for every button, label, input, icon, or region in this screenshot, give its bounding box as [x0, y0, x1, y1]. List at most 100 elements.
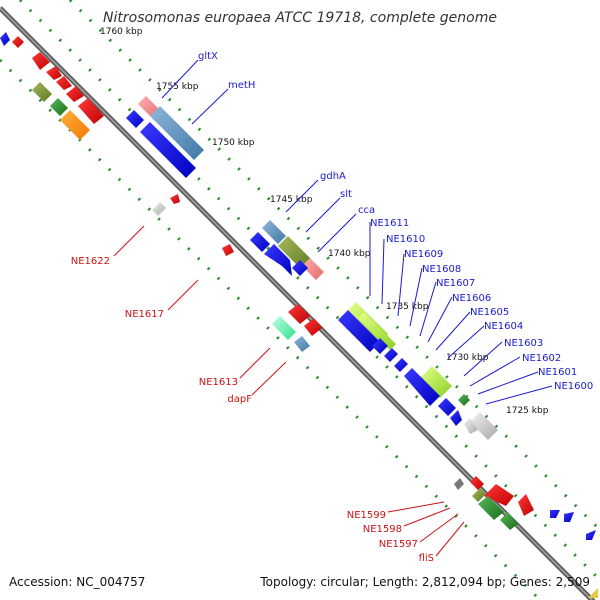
forward-callout-lines: [161, 59, 553, 405]
gene-label-NE1609: NE1609: [404, 249, 443, 260]
olive-edge: [32, 82, 52, 102]
NE1601-feature: [458, 394, 470, 406]
tick-label: 1750 kbp: [212, 138, 255, 148]
gene-label-gltX: gltX: [198, 51, 218, 62]
gene-label-NE1608: NE1608: [422, 264, 461, 275]
NE1600-feature: [470, 412, 498, 440]
gene-label-cca: cca: [358, 205, 375, 216]
gene-label-NE1603: NE1603: [504, 338, 543, 349]
red-edge-6: [78, 98, 104, 124]
red-edge-5: [66, 86, 84, 102]
blue-cds-11: [438, 398, 456, 416]
blue-cds-8: [384, 348, 398, 362]
inner-forward-track: [18, 0, 600, 582]
gene-label-NE1611: NE1611: [370, 218, 409, 229]
gene-label-metH: metH: [228, 80, 255, 91]
resize-grip-icon[interactable]: [588, 588, 598, 598]
gene-label-NE1605: NE1605: [470, 307, 509, 318]
NE1599-feature: [454, 478, 464, 490]
small-red-1: [170, 194, 180, 204]
red-edge-1: [12, 36, 24, 48]
gene-label-NE1598: NE1598: [363, 524, 402, 535]
gene-label-NE1597: NE1597: [379, 539, 418, 550]
blue-cds-12: [450, 410, 462, 426]
NE1602-feature: [420, 366, 452, 398]
NE1613-feature: [272, 316, 296, 340]
blue-cds-5: [292, 260, 308, 276]
inner-reverse-track: [0, 58, 542, 600]
gene-label-fliS: fliS: [419, 553, 434, 564]
blue-cds-1: [126, 110, 144, 128]
red-edge-2: [32, 52, 50, 70]
blue-cds-2: [140, 122, 196, 178]
gene-label-NE1622: NE1622: [71, 256, 110, 267]
blue-cds-6: [338, 310, 380, 352]
NE1622-feature: [152, 202, 166, 216]
blue-cds-3: [250, 232, 270, 252]
red-reverse-a: [288, 304, 310, 324]
tick-label: 1745 kbp: [270, 195, 313, 205]
forward-gene-labels: gltX metH gdhA slt cca NE1611 NE1610 NE1…: [198, 51, 593, 392]
blue-cds-15: [586, 530, 596, 540]
gene-label-NE1617: NE1617: [125, 309, 164, 320]
red-edge-4: [56, 76, 72, 90]
page-title: Nitrosomonas europaea ATCC 19718, comple…: [103, 10, 497, 26]
blue-cds-9: [394, 358, 408, 372]
NE1598-feature: [472, 488, 486, 502]
metH-feature: [150, 106, 204, 160]
forward-small-red: [470, 476, 484, 490]
tick-label: 1735 kbp: [386, 302, 429, 312]
accession-text: Accession: NC_004757: [9, 575, 145, 589]
reverse-gene-labels: NE1622 NE1617 NE1613 dapF NE1599 NE1598 …: [71, 256, 434, 564]
tick-label: 1760 kbp: [100, 27, 143, 37]
forward-red-b: [518, 494, 534, 516]
tick-label: 1740 kbp: [328, 249, 371, 259]
grey-cds: [464, 418, 478, 434]
reverse-strand-features: [12, 36, 518, 530]
gene-label-NE1600: NE1600: [554, 381, 593, 392]
gene-label-NE1601: NE1601: [538, 367, 577, 378]
fliS-feature: [500, 512, 518, 530]
kbp-ticks: 1760 kbp 1755 kbp 1750 kbp 1745 kbp 1740…: [100, 27, 549, 416]
reverse-blue-features: [0, 32, 596, 540]
red-reverse-b: [304, 318, 322, 336]
NE1597-feature: [478, 496, 504, 520]
blue-cds-7: [372, 338, 388, 354]
blue-cds-13: [550, 510, 560, 518]
NE1610-feature: [358, 312, 396, 350]
forward-red-a: [484, 484, 514, 506]
forward-strand-features: [138, 96, 534, 516]
gene-label-NE1599: NE1599: [347, 510, 386, 521]
cca-feature: [302, 258, 324, 280]
gene-label-NE1604: NE1604: [484, 321, 523, 332]
gdhA-feature: [262, 220, 286, 244]
blue-cds-4: [264, 244, 292, 276]
orange-edge: [60, 110, 90, 140]
gene-label-dapF: dapF: [227, 394, 252, 405]
gene-label-NE1613: NE1613: [199, 377, 238, 388]
red-edge-3: [46, 66, 62, 80]
gene-label-NE1610: NE1610: [386, 234, 425, 245]
gene-label-gdhA: gdhA: [320, 171, 346, 182]
dapF-feature: [294, 336, 310, 352]
tick-label: 1725 kbp: [506, 406, 549, 416]
blue-cds-10: [404, 368, 440, 406]
gene-label-NE1606: NE1606: [452, 293, 491, 304]
reverse-callout-lines: [113, 225, 465, 557]
gene-label-slt: slt: [340, 189, 352, 200]
gene-label-NE1607: NE1607: [436, 278, 475, 289]
gene-label-NE1602: NE1602: [522, 353, 561, 364]
summary-text: Topology: circular; Length: 2,812,094 bp…: [259, 575, 590, 589]
tick-label: 1755 kbp: [156, 82, 199, 92]
NE1617-feature: [222, 244, 234, 256]
outer-forward-track: [68, 0, 600, 532]
tick-label: 1730 kbp: [446, 353, 489, 363]
genome-backbone-highlight: [0, 7, 594, 600]
slt-feature: [278, 236, 312, 270]
blue-cds-edge: [0, 32, 10, 46]
blue-cds-14: [564, 512, 574, 522]
green-edge: [50, 98, 68, 116]
